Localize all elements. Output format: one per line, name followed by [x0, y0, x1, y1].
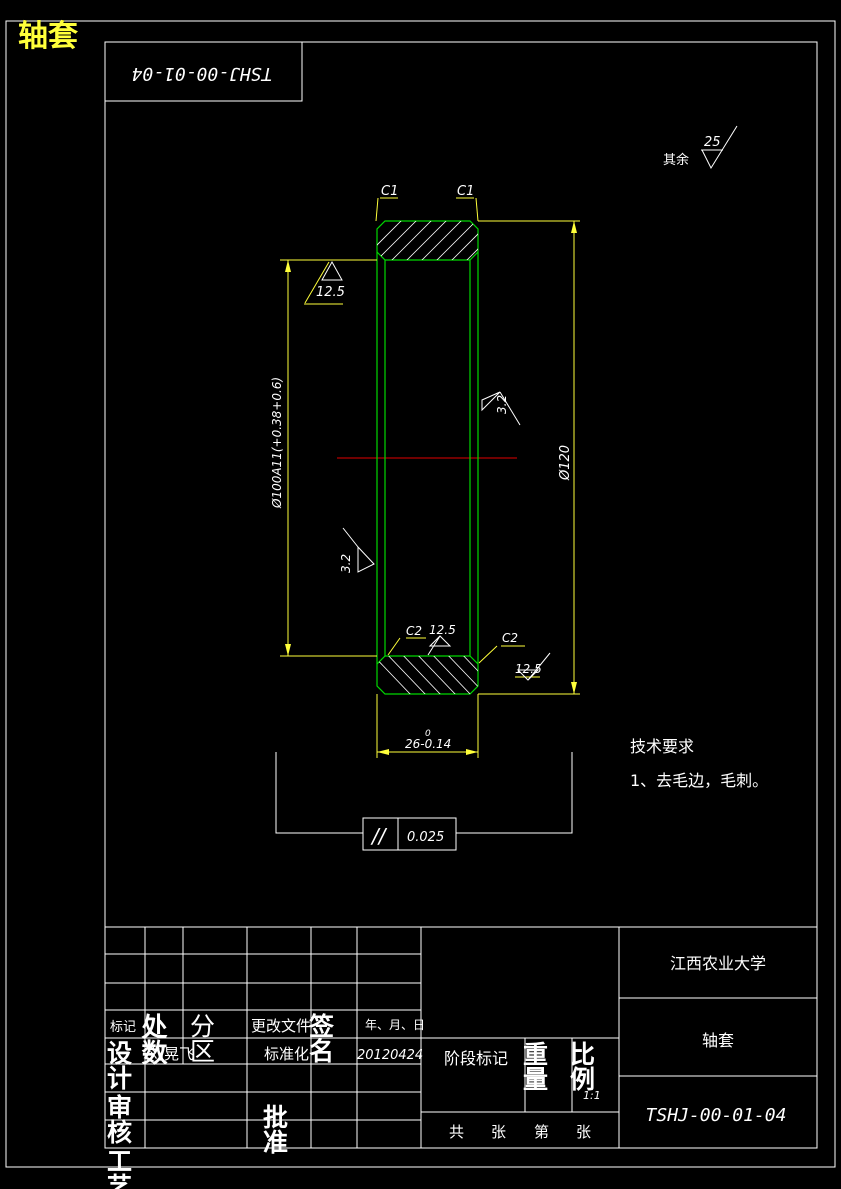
roughness-bottom-right-label: 12.5 [515, 662, 542, 676]
corner-title: 轴套 [18, 19, 78, 54]
parallelism-symbol: // [370, 824, 388, 848]
inner-diameter-label: Ø100A11(+0.38+0.6) [270, 377, 284, 509]
tb-review: 审核 [104, 1093, 133, 1145]
chamfer-bottom-left-label: C2 [406, 624, 422, 638]
tb-process: 工艺 [104, 1148, 133, 1189]
rotated-drawing-number: TSHJ-00-01-04 [132, 63, 273, 84]
bottom-section-hatch [377, 656, 478, 694]
width-label: 26-0.14 [405, 737, 451, 751]
roughness-bore-right-label: 3.2 [495, 395, 509, 414]
tech-requirements-heading: 技术要求 [630, 737, 694, 756]
roughness-bore-left-label: 3.2 [339, 554, 353, 573]
roughness-symbol-bottom-face [427, 635, 452, 656]
roughness-symbol-outer-left [321, 260, 343, 281]
parallelism-leader-right [456, 752, 573, 834]
tb-scale-value: 1:1 [583, 1089, 601, 1102]
parallelism-value: 0.025 [407, 830, 444, 845]
width-upper-tolerance: 0 [425, 729, 431, 739]
general-roughness-symbol [701, 125, 738, 170]
roughness-outer-left-label: 12.5 [316, 285, 345, 300]
roughness-symbol-bore-right [481, 391, 521, 426]
roughness-symbol-bore-left [342, 527, 375, 573]
tb-standardization: 标准化 [264, 1045, 309, 1063]
parallelism-frame [362, 817, 457, 851]
tb-sheet-no: 第 [534, 1123, 549, 1141]
title-block-grid [104, 926, 818, 1149]
tb-design: 设计 [104, 1040, 133, 1090]
roughness-bottom-face-label: 12.5 [429, 623, 456, 637]
chamfer-top-right-label: C1 [457, 184, 474, 199]
outer-frame [5, 20, 836, 1168]
tb-zone: 分区 [187, 1013, 216, 1063]
tb-signature: 签名 [306, 1012, 336, 1063]
parallelism-tolerance: // 0.025 [275, 752, 573, 851]
tb-designer: 刘晃飞 [149, 1045, 194, 1063]
tb-sheet-unit-1: 张 [491, 1123, 506, 1141]
tb-approve: 批准 [260, 1104, 289, 1154]
general-roughness-value: 25 [704, 135, 721, 150]
tb-mark: 标记 [110, 1020, 136, 1035]
tb-weight: 重量 [520, 1041, 549, 1091]
dimension-lines [280, 197, 580, 758]
general-roughness-prefix: 其余 [663, 152, 689, 168]
tb-design-date: 20120424 [357, 1048, 423, 1063]
tb-date: 年、月、日 [365, 1018, 425, 1032]
top-right-chamfer-line [469, 251, 479, 261]
outer-diameter-label: Ø120 [558, 445, 573, 481]
general-roughness-note: 其余 25 [663, 125, 738, 170]
tb-change-doc: 更改文件 [251, 1017, 311, 1035]
tb-school: 江西农业大学 [670, 954, 766, 973]
title-block-texts: 标记 处数 分区 更改文件 签名 年、月、日 设计 刘晃飞 标准化 201204… [104, 954, 787, 1189]
bottom-left-chamfer-line [376, 655, 386, 665]
chamfer-top-left-label: C1 [381, 184, 398, 199]
roughness-symbol-bottom-right [516, 652, 551, 681]
tb-sheet-unit-2: 张 [576, 1123, 591, 1141]
tb-scale: 比例 [567, 1041, 596, 1091]
tb-count: 处数 [137, 1013, 168, 1066]
dimension-arrowheads [285, 221, 577, 755]
tb-stage-mark: 阶段标记 [444, 1049, 508, 1068]
dimension-texts: C1 C1 12.5 3.2 3.2 C2 12.5 C2 12.5 Ø100A… [270, 184, 573, 751]
roughness-symbols [321, 260, 551, 681]
technical-requirements: 技术要求 1、去毛边，毛刺。 [630, 737, 768, 790]
rotated-number-box [104, 41, 303, 102]
chamfer-bottom-right-label: C2 [502, 631, 518, 645]
parallelism-leader-left [275, 752, 363, 834]
tb-drawing-number: TSHJ-00-01-04 [646, 1105, 787, 1126]
tb-part-name: 轴套 [702, 1031, 734, 1050]
bottom-right-chamfer-line [469, 655, 479, 665]
top-section-hatch [377, 221, 478, 260]
tb-total-sheets: 共 [449, 1123, 464, 1141]
tech-requirements-item-1: 1、去毛边，毛刺。 [630, 771, 768, 790]
